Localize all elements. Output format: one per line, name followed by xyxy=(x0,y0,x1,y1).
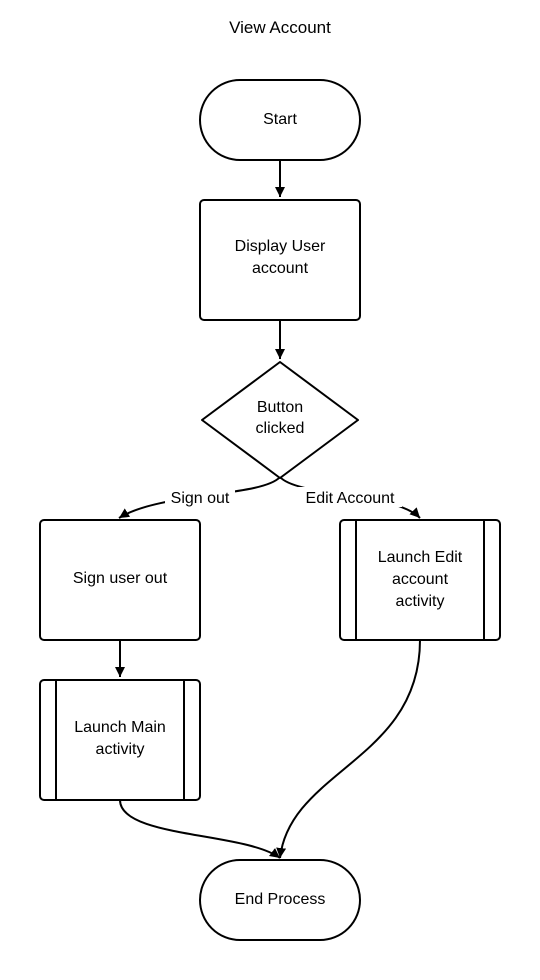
launch-main-text-2: activity xyxy=(96,741,145,758)
sign-user-out-node: Sign user out xyxy=(39,519,201,641)
diagram-title: View Account xyxy=(229,18,331,37)
end-process-text: End Process xyxy=(235,891,326,908)
display-account-text-1: Display User xyxy=(235,238,326,255)
launch-main-node: Launch Main activity xyxy=(39,679,201,801)
edge-edit-to-end xyxy=(276,639,421,859)
edge-label-edit-account-text: Edit Account xyxy=(306,490,396,507)
display-account-node: Display User account xyxy=(199,199,361,321)
edge-label-sign-out: Sign out xyxy=(165,487,235,507)
sign-user-out-text: Sign user out xyxy=(73,570,168,587)
launch-main-text-1: Launch Main xyxy=(74,719,166,736)
button-clicked-decision: Button clicked xyxy=(201,361,359,479)
end-process-node: End Process xyxy=(199,859,361,941)
edge-label-sign-out-text: Sign out xyxy=(171,490,230,507)
start-node: Start xyxy=(199,79,361,161)
launch-edit-text-1: Launch Edit xyxy=(378,549,463,566)
decision-text-1: Button xyxy=(257,399,303,416)
launch-edit-account-node: Launch Edit account activity xyxy=(339,519,501,641)
launch-edit-text-2: account xyxy=(392,571,449,588)
start-node-text: Start xyxy=(263,111,297,128)
decision-text-2: clicked xyxy=(256,420,305,437)
display-account-text-2: account xyxy=(252,260,309,277)
launch-edit-text-3: activity xyxy=(396,593,445,610)
edge-label-edit-account: Edit Account xyxy=(298,487,402,507)
edge-main-to-end xyxy=(119,799,281,859)
